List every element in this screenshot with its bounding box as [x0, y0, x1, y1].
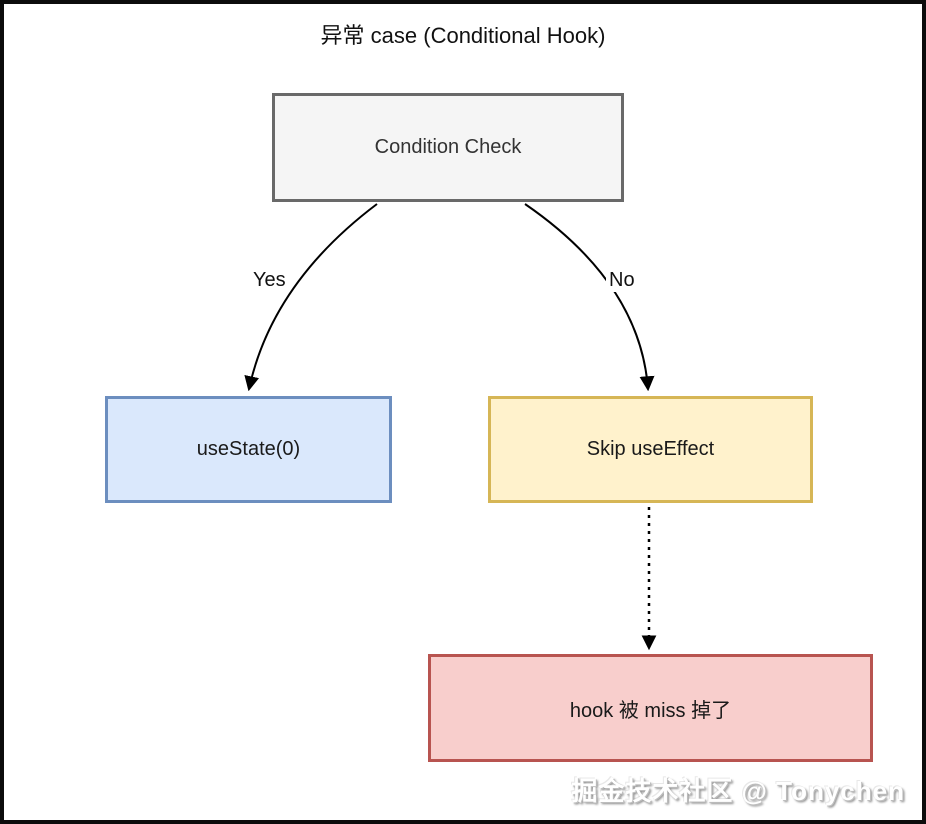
- diagram-title: 异常 case (Conditional Hook): [320, 23, 606, 48]
- edge-label-yes: Yes: [250, 268, 289, 292]
- edge-label-no: No: [606, 268, 638, 292]
- node-skip-useeffect-label: Skip useEffect: [586, 438, 715, 460]
- edge-yes-arrow: [244, 203, 378, 392]
- edge-no-arrow: [524, 203, 655, 392]
- watermark-text: 掘金技术社区 @ Tonychen: [571, 776, 905, 806]
- node-usestate: useState(0): [105, 396, 392, 503]
- node-condition-check-label: Condition Check: [374, 136, 522, 158]
- node-skip-useeffect: Skip useEffect: [488, 396, 813, 503]
- node-usestate-label: useState(0): [196, 438, 301, 460]
- node-hook-missed: hook 被 miss 掉了: [428, 654, 873, 762]
- node-hook-missed-label: hook 被 miss 掉了: [569, 699, 732, 722]
- node-condition-check: Condition Check: [272, 93, 624, 202]
